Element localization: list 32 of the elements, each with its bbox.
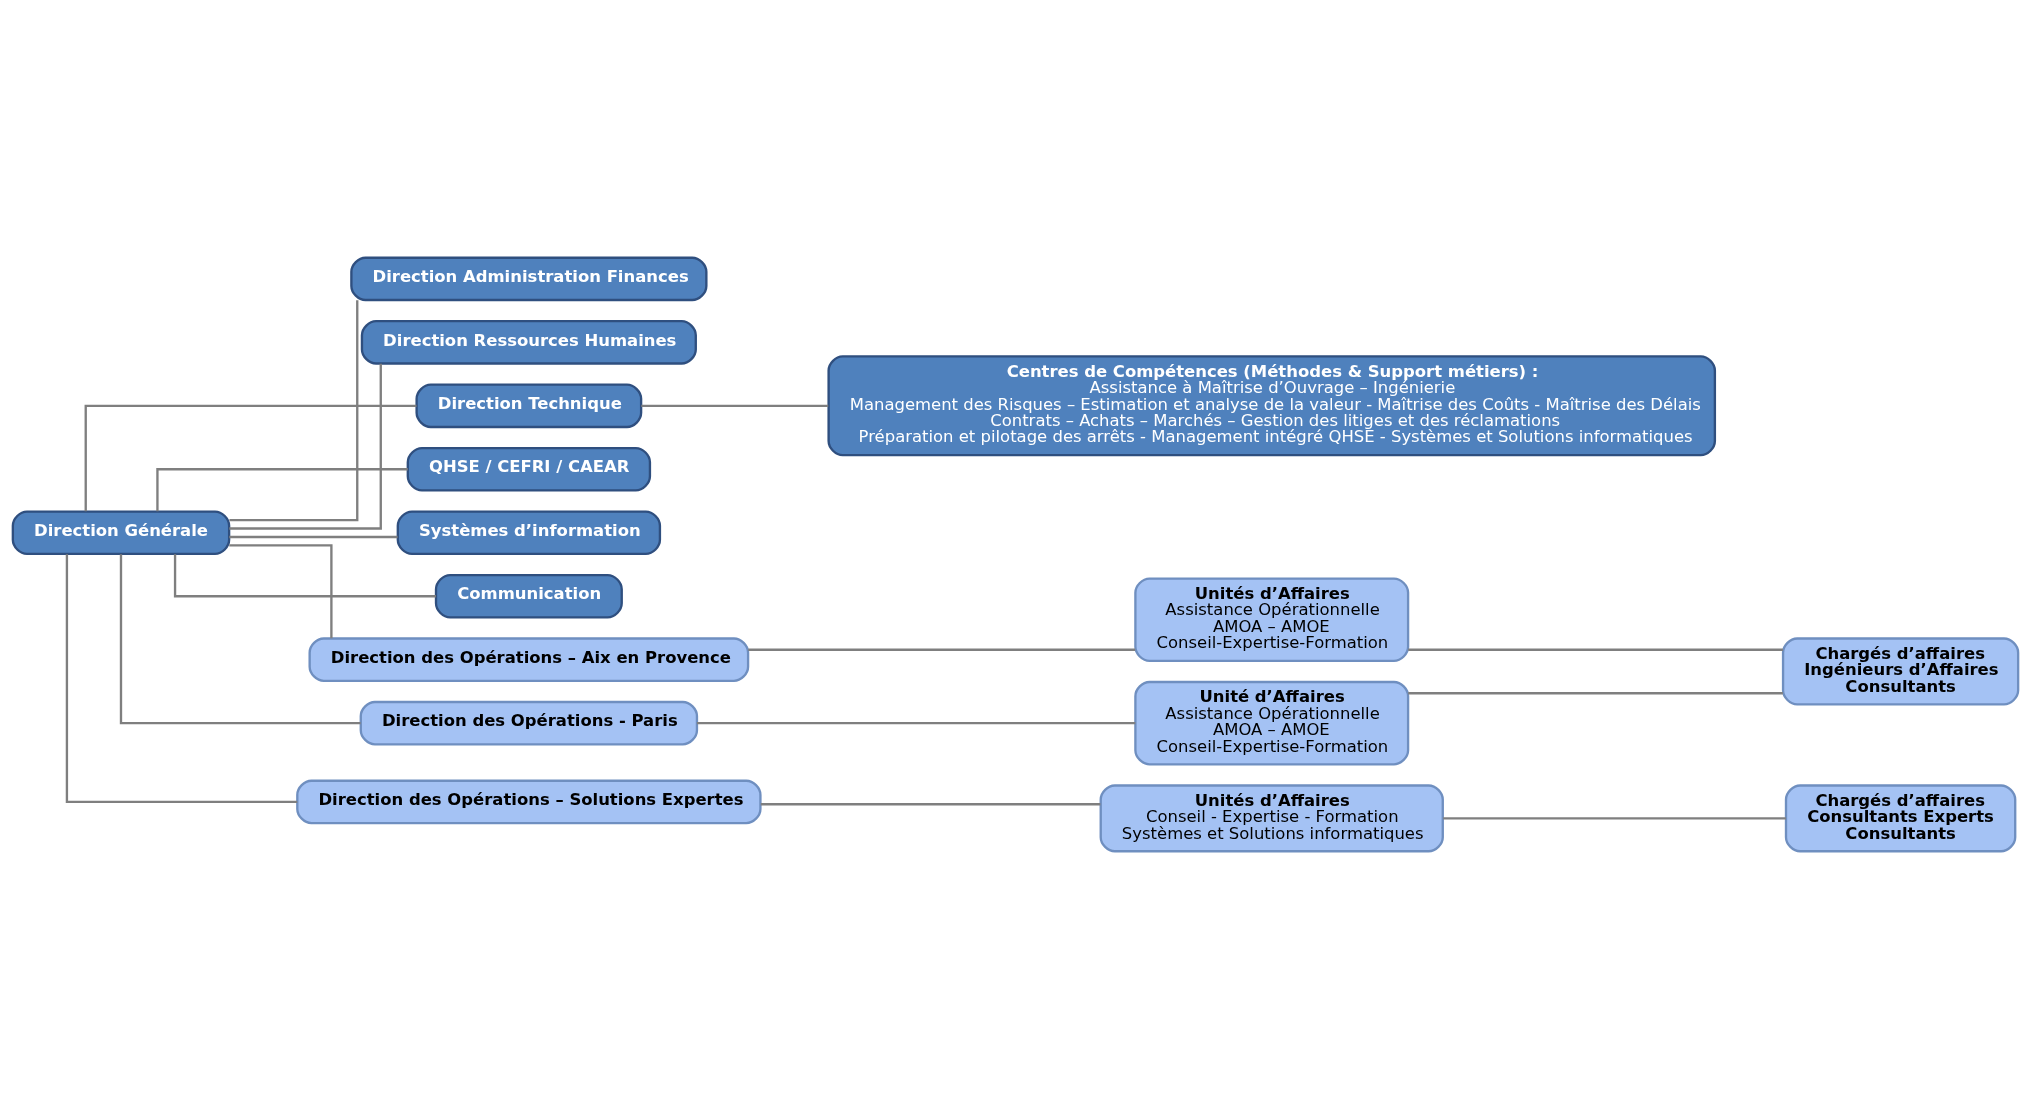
node-box: Chargés d’affaires Consultants Experts Consultants	[1784, 783, 2017, 852]
node-box: Direction Technique	[415, 382, 643, 428]
node-box: Chargés d’affaires Ingénieurs d’Affaires Consultants	[1781, 636, 2020, 706]
connector	[156, 467, 408, 511]
connector	[229, 363, 382, 530]
connector	[173, 553, 436, 597]
node-box: Unités d’Affaires Assistance Opérationnelle AMOA – AMOE Conseil-Expertise-Formation	[1134, 576, 1410, 662]
node-box: Direction des Opérations – Solutions Expertes	[296, 779, 762, 824]
node-box: Communication	[434, 573, 623, 619]
node-box: Direction des Opérations - Paris	[359, 700, 699, 745]
connector	[1408, 691, 1783, 694]
connector	[697, 721, 1136, 724]
node-box: Systèmes d’information	[396, 509, 662, 555]
node-box: Direction des Opérations – Aix en Provence	[308, 636, 750, 682]
connector	[65, 553, 298, 803]
connector	[748, 648, 1136, 651]
node-box: Direction Ressources Humaines	[360, 319, 697, 365]
node-box: Direction Générale	[11, 509, 231, 555]
connector	[641, 404, 829, 407]
connector	[229, 535, 398, 538]
node-box: Unités d’Affaires Conseil - Expertise - Formation Systèmes et Solutions informatiques	[1099, 783, 1444, 852]
connector	[760, 802, 1101, 805]
node-box: Centres de Compétences (Méthodes & Support métiers) : Assistance à Maîtrise d’Ouvrage – Ingénierie Management des Risques – Estimation et analyse de la valeur - Maîtrise des Coûts - Maîtrise des Délais Contrats – Achats – Marchés – Gestion des litiges et des réclamations Préparation et pilotage des arrêts - Management intégré QHSE - Systèmes et Solutions informatiques	[827, 354, 1717, 456]
connector	[229, 543, 333, 638]
connector	[1408, 648, 1783, 651]
node-box: Unité d’Affaires Assistance Opérationnelle AMOA – AMOE Conseil-Expertise-Formation	[1134, 680, 1410, 765]
connector	[119, 553, 361, 724]
connector	[1443, 816, 1786, 820]
connector	[84, 404, 417, 511]
node-box: Direction Administration Finances	[350, 256, 708, 301]
node-box: QHSE / CEFRI / CAEAR	[406, 446, 652, 492]
connector	[229, 299, 359, 521]
